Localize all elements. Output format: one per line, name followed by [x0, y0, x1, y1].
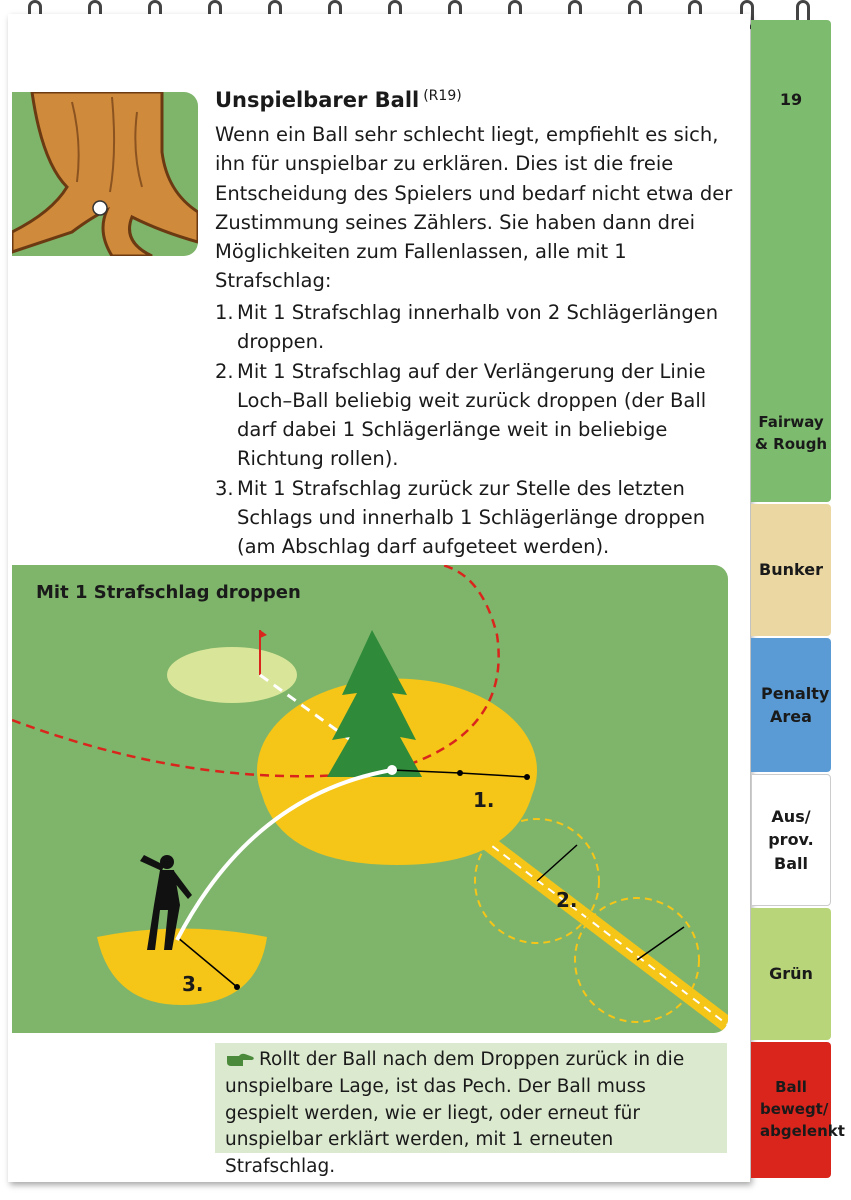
page-title: Unspielbarer Ball — [215, 88, 420, 112]
tab-label: Bunker — [759, 560, 823, 580]
intro-paragraph: Wenn ein Ball sehr schlecht liegt, empfi… — [215, 123, 733, 293]
option-1-label: 1. — [473, 788, 495, 812]
item-number: 3. — [215, 476, 234, 500]
tree-roots-illustration — [12, 92, 198, 256]
tab-index: Fairway & Rough 19 Bunker Penalty Area A… — [751, 20, 845, 1180]
rule-reference: (R19) — [423, 88, 462, 104]
list-item: 2.Mit 1 Strafschlag auf der Verlängerung… — [215, 357, 735, 474]
pointing-hand-icon — [227, 1053, 254, 1066]
page-number: 19 — [779, 90, 803, 109]
options-list: 1.Mit 1 Strafschlag innerhalb von 2 Schl… — [215, 298, 735, 561]
option-2-label: 2. — [556, 888, 578, 912]
diagram-title: Mit 1 Strafschlag droppen — [36, 582, 301, 603]
item-text: Mit 1 Strafschlag zurück zur Stelle des … — [237, 476, 706, 559]
tab-out-of-bounds[interactable]: Aus/ prov. Ball — [751, 774, 831, 906]
drop-options-diagram — [12, 565, 728, 1033]
item-text: Mit 1 Strafschlag innerhalb von 2 Schläg… — [237, 301, 719, 354]
tip-box: Rollt der Ball nach dem Droppen zurück i… — [215, 1043, 727, 1177]
item-number: 1. — [215, 301, 234, 324]
tab-label: Aus/ prov. Ball — [768, 807, 814, 873]
section-heading: Unspielbarer Ball(R19) — [215, 88, 735, 112]
tab-bunker[interactable]: Bunker — [751, 504, 831, 636]
tab-label: Penalty Area — [761, 683, 830, 726]
tip-text: Rollt der Ball nach dem Droppen zurück i… — [225, 1049, 685, 1178]
tab-penalty-area[interactable]: Penalty Area — [751, 638, 831, 772]
tab-label: Grün — [769, 964, 813, 984]
tab-ball-moved[interactable]: Ball bewegt/ abgelenkt — [751, 1042, 845, 1178]
tab-label: Fairway & Rough — [754, 413, 828, 453]
option-3-label: 3. — [182, 972, 204, 996]
item-text: Mit 1 Strafschlag auf der Verlängerung d… — [237, 359, 707, 471]
tab-label: Ball bewegt/ abgelenkt — [760, 1078, 845, 1140]
tab-green[interactable]: Grün — [751, 908, 831, 1040]
list-item: 1.Mit 1 Strafschlag innerhalb von 2 Schl… — [215, 298, 735, 357]
tab-fairway-rough[interactable]: Fairway & Rough — [751, 20, 831, 502]
item-number: 2. — [215, 359, 234, 383]
list-item: 3.Mit 1 Strafschlag zurück zur Stelle de… — [215, 474, 735, 562]
